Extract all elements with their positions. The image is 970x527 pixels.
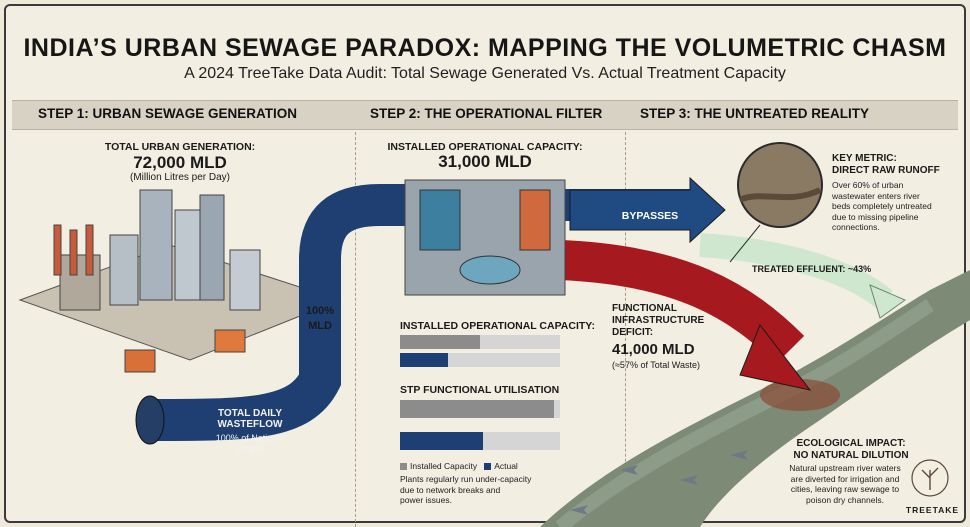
- generation-unit: (Million Litres per Day): [129, 172, 231, 183]
- capacity-chart-title: INSTALLED OPERATIONAL CAPACITY:: [400, 320, 596, 332]
- dead-fish-icon: [680, 475, 698, 485]
- treated-effluent-arrowhead: [869, 284, 907, 319]
- bypass-label: BYPASSES: [621, 210, 679, 222]
- callout-leader: [729, 224, 761, 263]
- key-metric-line: due to missing pipeline: [832, 211, 919, 222]
- flow-title: TOTAL DAILY WASTEFLOW: [200, 408, 300, 430]
- skyscraper-icon: [199, 194, 225, 301]
- dead-fish-icon: [730, 450, 748, 460]
- deficit-sub: (≈57% of Total Waste): [612, 360, 700, 370]
- legend-actual-label: Actual: [494, 461, 518, 471]
- step-3-label: STEP 3: THE UNTREATED REALITY: [640, 106, 870, 121]
- key-metric-text: Over 60% of urban wastewater enters rive…: [832, 180, 957, 233]
- page-subtitle: A 2024 TreeTake Data Audit: Total Sewage…: [184, 65, 786, 82]
- utilisation-installed-bar: [400, 400, 554, 418]
- key-metric-line: wastewater enters river: [832, 190, 920, 201]
- deficit-title-line: DEFICIT:: [612, 327, 654, 338]
- ecological-line: cities, leaving raw sewage to: [790, 484, 900, 494]
- tree-icon: [921, 467, 939, 490]
- capacity-note: Plants regularly run under-capacity due …: [400, 474, 570, 506]
- treatment-tank-icon: [419, 189, 461, 251]
- page-title: INDIA’S URBAN SEWAGE PARADOX: MAPPING TH…: [23, 34, 947, 62]
- pipe-percent: 100%: [305, 305, 335, 317]
- treatment-tank-icon: [519, 189, 551, 251]
- ecological-title-line: NO NATURAL DILUTION: [793, 450, 909, 461]
- deficit-title: FUNCTIONAL INFRASTRUCTURE DEFICIT:: [612, 303, 732, 339]
- wasteflow-pipe: [149, 184, 410, 441]
- runoff-streak: [738, 187, 822, 203]
- treated-effluent-flow: [699, 233, 893, 310]
- treetake-logo: [911, 459, 949, 497]
- runoff-callout-circle: [737, 142, 823, 228]
- chimney-icon: [85, 224, 94, 276]
- key-metric-line: connections.: [832, 222, 880, 232]
- legend-installed-label: Installed Capacity: [410, 461, 478, 471]
- note-line: due to network breaks and: [400, 484, 501, 495]
- flow-sub-line: Output: [236, 443, 264, 453]
- step-1-label: STEP 1: URBAN SEWAGE GENERATION: [38, 106, 298, 121]
- skyscraper-icon: [139, 189, 173, 301]
- deficit-value: 41,000 MLD: [612, 341, 695, 358]
- capacity-label: INSTALLED OPERATIONAL CAPACITY:: [387, 141, 583, 153]
- ecological-line: poison dry channels.: [806, 494, 884, 505]
- ecological-text: Natural upstream river waters are divert…: [770, 463, 920, 505]
- key-metric-line: Over 60% of urban: [832, 180, 904, 190]
- key-metric-title: KEY METRIC: DIRECT RAW RUNOFF: [832, 153, 952, 177]
- dead-fish-icon: [620, 465, 638, 475]
- bypass-arrow: [569, 176, 726, 244]
- skyscraper-icon: [174, 209, 202, 301]
- ecological-line: Natural upstream river waters: [789, 463, 901, 473]
- deficit-title-line: INFRASTRUCTURE: [612, 315, 705, 326]
- house-icon: [214, 329, 246, 353]
- note-line: power issues.: [400, 495, 452, 505]
- ecological-title-line: ECOLOGICAL IMPACT:: [796, 438, 906, 449]
- steps-header-bar: [12, 100, 958, 130]
- flow-sub-line: 100% of National: [215, 433, 285, 443]
- generation-value: 72,000 MLD: [133, 153, 227, 172]
- deficit-flow: [559, 240, 805, 365]
- flow-subtitle: 100% of National Output: [200, 433, 300, 453]
- factory-icon: [59, 254, 101, 311]
- pipe-outlet: [135, 395, 165, 445]
- legend-swatch-installed: [400, 463, 407, 470]
- chart-legend: Installed Capacity Actual: [400, 461, 518, 471]
- key-metric-title-line: DIRECT RAW RUNOFF: [832, 165, 940, 176]
- note-line: Plants regularly run under-capacity: [400, 474, 532, 484]
- brand-name: TREETAKE: [905, 505, 960, 515]
- step-divider: [355, 132, 356, 527]
- key-metric-line: beds completely untreated: [832, 201, 932, 211]
- capacity-actual-bar: [400, 353, 448, 367]
- ecological-line: are diverted for irrigation and: [790, 473, 900, 484]
- house-icon: [124, 349, 156, 373]
- capacity-value: 31,000 MLD: [438, 152, 532, 171]
- step-divider: [625, 132, 626, 527]
- utilisation-chart-title: STP FUNCTIONAL UTILISATION: [400, 384, 560, 396]
- flow-title-line: WASTEFLOW: [217, 419, 283, 430]
- treated-effluent-label: TREATED EFFLUENT: ~43%: [752, 264, 872, 274]
- utilisation-actual-bar: [400, 432, 483, 450]
- building-icon: [109, 234, 139, 306]
- chimney-icon: [69, 229, 78, 276]
- flow-title-line: TOTAL DAILY: [217, 408, 283, 419]
- step-2-label: STEP 2: THE OPERATIONAL FILTER: [370, 106, 603, 121]
- key-metric-title-line: KEY METRIC:: [832, 153, 897, 164]
- capacity-installed-bar: [400, 335, 480, 349]
- deficit-title-line: FUNCTIONAL: [612, 303, 677, 314]
- dead-fish-icon: [570, 505, 588, 515]
- pipe-unit: MLD: [308, 320, 332, 332]
- ecological-title: ECOLOGICAL IMPACT: NO NATURAL DILUTION: [776, 438, 926, 462]
- deficit-arrowhead: [739, 323, 812, 391]
- sewage-stain: [760, 379, 840, 411]
- clarifier-tank-icon: [459, 255, 521, 285]
- chimney-icon: [53, 224, 62, 276]
- legend-swatch-actual: [484, 463, 492, 470]
- generation-label: TOTAL URBAN GENERATION:: [104, 141, 256, 153]
- building-icon: [229, 249, 261, 311]
